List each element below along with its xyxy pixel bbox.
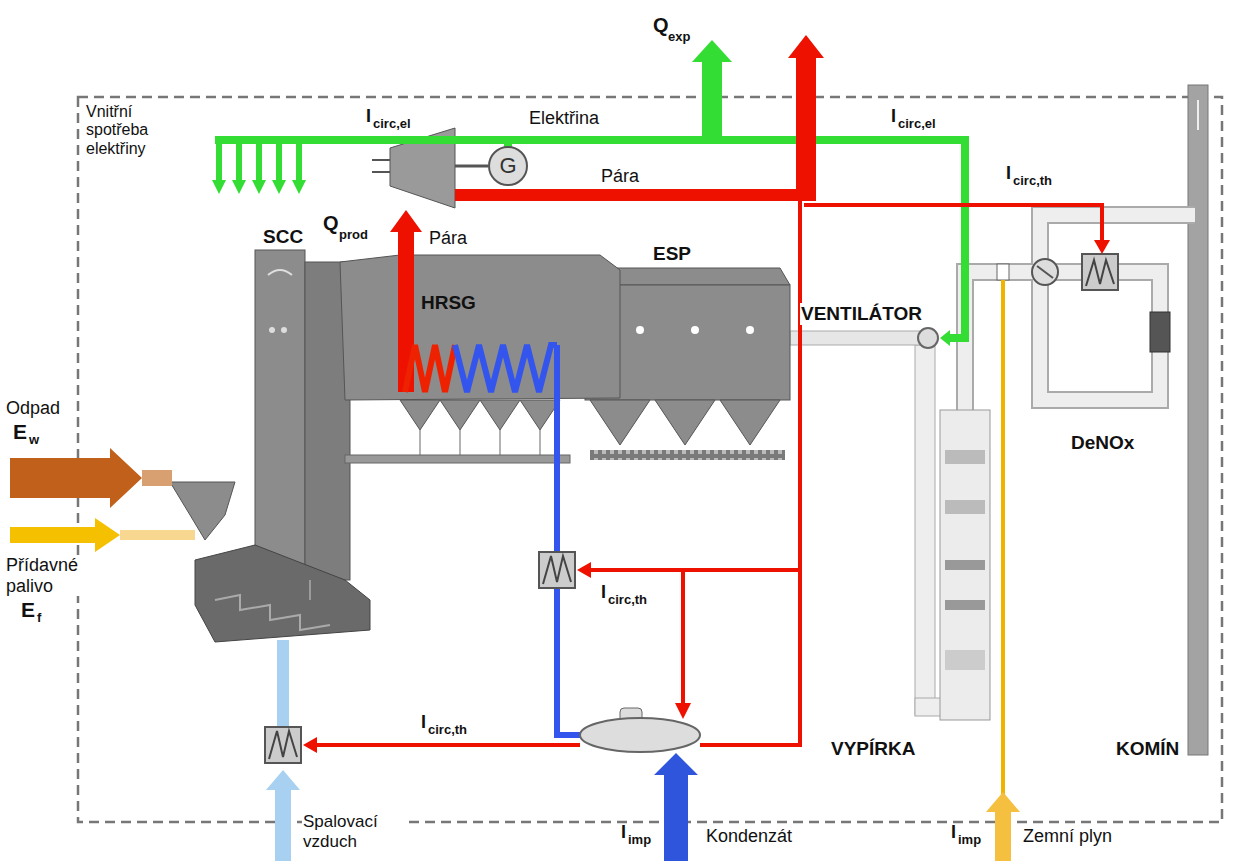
flow-symbol: E (12, 420, 28, 444)
component-label: DeNOx (1070, 432, 1135, 454)
chimney (1188, 85, 1208, 755)
injector (997, 264, 1009, 280)
generator-circle: G (488, 146, 528, 186)
heat-exchanger-round (1032, 259, 1058, 285)
scrubber (915, 345, 990, 720)
flow-symbol: I (950, 822, 957, 843)
flow-symbol: I (620, 822, 627, 843)
flow-subscript: prod (338, 228, 369, 243)
component-label: HRSG (420, 292, 477, 314)
flow-subscript: circ,th (1012, 174, 1053, 189)
flow-label: Pára (428, 228, 468, 249)
flow-subscript: circ,el (372, 117, 412, 132)
input-label: Zemní plyn (1022, 826, 1113, 847)
flow-symbol: Q (322, 212, 340, 235)
flow-symbol: I (365, 106, 372, 127)
flow-symbol: I (600, 582, 607, 603)
flow-label: Pára (600, 166, 640, 187)
flow-symbol: I (1005, 163, 1012, 184)
flow-symbol: I (420, 712, 427, 733)
electricity-line (212, 40, 969, 346)
flow-subscript: circ,th (607, 593, 648, 608)
fuel-arrow (10, 518, 120, 552)
component-label: VENTILÁTOR (800, 303, 923, 325)
input-label: Přídavné palivo (5, 555, 91, 596)
component-label: KOMÍN (1115, 738, 1180, 760)
flow-symbol: E (20, 598, 36, 622)
system-boundary (78, 97, 1222, 822)
air-line (265, 640, 301, 861)
boiler (170, 250, 620, 642)
gas-line (986, 280, 1020, 861)
component-label: SCC (262, 226, 304, 248)
input-label: Odpad (5, 398, 61, 419)
fan (918, 328, 938, 348)
duct (790, 331, 920, 345)
flow-subscript: f (36, 611, 42, 626)
flow-subscript: imp (957, 833, 982, 848)
flow-symbol: Q (652, 14, 670, 37)
component-label: VYPÍRKA (830, 738, 916, 760)
component-label: ESP (652, 243, 692, 265)
heat-exchanger (1082, 254, 1118, 290)
waste-arrow (10, 448, 142, 508)
steam-line (303, 35, 1110, 753)
generator-label: G (499, 153, 516, 179)
superheater-coil (405, 345, 455, 392)
water-line (539, 345, 700, 861)
consumption-label: Vnitřní spotřeba elektřiny (85, 103, 179, 158)
economizer-coil (455, 345, 557, 392)
flow-subscript: w (28, 433, 40, 448)
input-label: Spalovací vzduch (302, 812, 404, 851)
flow-symbol: I (890, 106, 897, 127)
flue-duct (965, 215, 1195, 420)
flow-label: Elektřina (528, 108, 600, 129)
flow-subscript: exp (667, 30, 691, 45)
input-label: Kondenzát (705, 826, 793, 847)
flow-subscript: circ,th (427, 723, 468, 738)
flow-subscript: imp (627, 833, 652, 848)
catalyst (1150, 312, 1170, 352)
flow-subscript: circ,el (897, 117, 937, 132)
